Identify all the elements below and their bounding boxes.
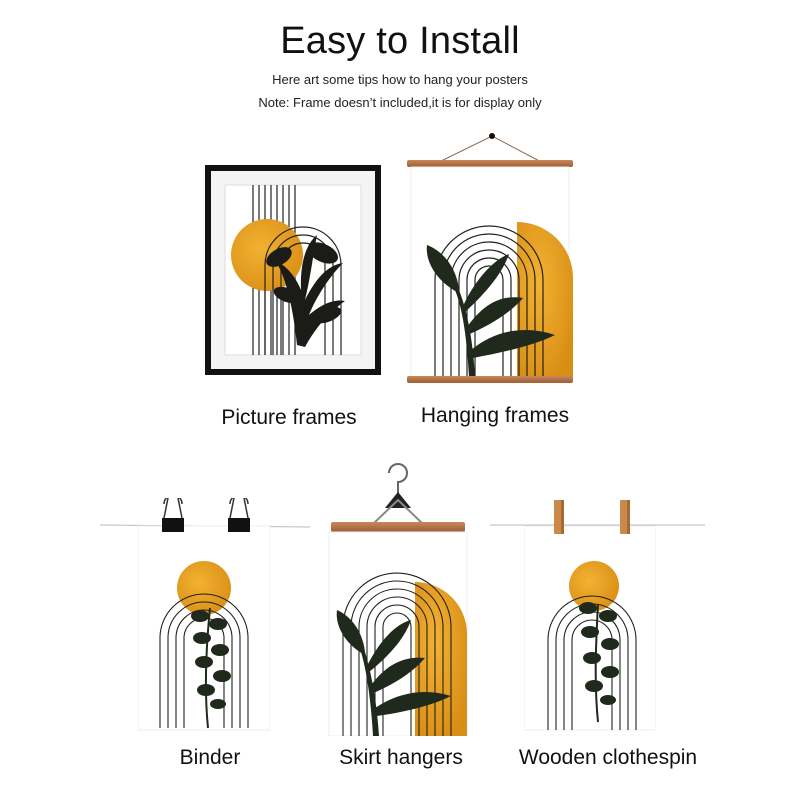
- skirt-hanger-bar: [331, 522, 465, 532]
- caption-skirt-hangers: Skirt hangers: [339, 746, 463, 769]
- clothespin-string: [490, 515, 705, 535]
- hook-icon: [489, 133, 495, 139]
- binder-clip-icon: [162, 498, 184, 532]
- caption-wooden-clothespin: Wooden clothespin: [518, 746, 698, 769]
- binder-clip-icon: [228, 498, 250, 532]
- note-text: Note: Frame doesn’t included,it is for d…: [258, 95, 542, 110]
- page-title: Easy to Install: [280, 20, 520, 62]
- top-wood-bar: [407, 160, 573, 167]
- bottom-wood-bar: [407, 376, 573, 383]
- hanging-frame-poster: [405, 130, 575, 388]
- clothespin-icon: [620, 500, 630, 534]
- caption-picture-frames: Picture frames: [221, 406, 357, 429]
- tip-text: Here art some tips how to hang your post…: [272, 72, 528, 87]
- skirt-hanger-poster: [325, 452, 471, 736]
- hanger-hook-icon: [388, 463, 408, 498]
- picture-frame-poster: [205, 165, 381, 375]
- clothespin-icon: [554, 500, 564, 534]
- binder-poster: [138, 498, 270, 732]
- clothespin-poster: [524, 500, 656, 732]
- caption-hanging-frames: Hanging frames: [420, 404, 570, 427]
- caption-binder: Binder: [179, 746, 241, 769]
